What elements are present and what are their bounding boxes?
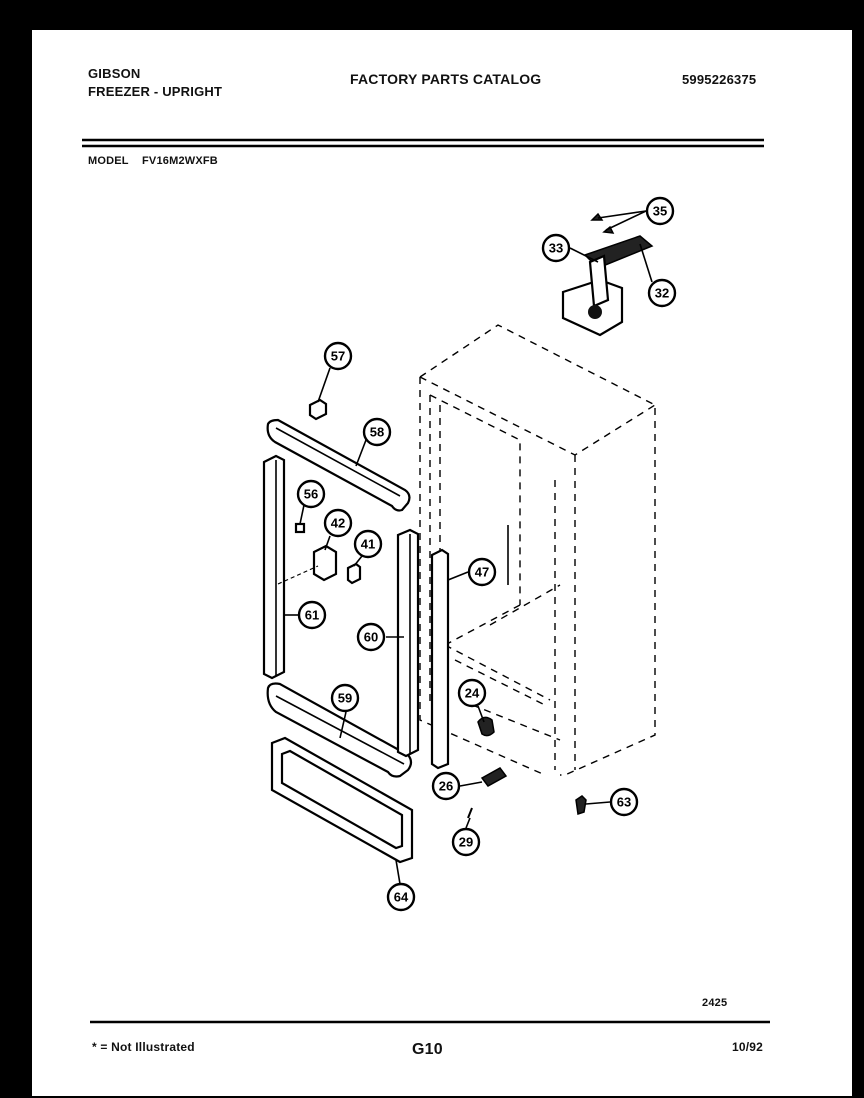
callout-leaders (284, 210, 653, 885)
callout-42: 42 (323, 508, 353, 538)
svg-text:47: 47 (475, 565, 489, 580)
model-label: MODEL (88, 155, 129, 167)
product-label: FREEZER - UPRIGHT (88, 84, 223, 99)
svg-text:56: 56 (304, 487, 318, 502)
top-hinge-assembly (561, 212, 654, 337)
svg-text:35: 35 (653, 204, 667, 219)
svg-text:42: 42 (331, 516, 345, 531)
svg-text:60: 60 (364, 630, 378, 645)
catalog-title: FACTORY PARTS CATALOG (350, 71, 542, 87)
callout-59: 59 (330, 683, 360, 713)
callout-26: 26 (431, 771, 461, 801)
callout-33: 33 (541, 233, 571, 263)
svg-text:63: 63 (617, 795, 631, 810)
callout-57: 57 (323, 341, 353, 371)
callout-41: 41 (353, 529, 383, 559)
part-57-clip (308, 398, 328, 421)
callout-47: 47 (467, 557, 497, 587)
svg-text:59: 59 (338, 691, 352, 706)
callout-29: 29 (451, 827, 481, 857)
print-date: 10/92 (732, 1040, 764, 1054)
part-61-gasket-left (262, 454, 286, 680)
page-number: G10 (412, 1041, 443, 1058)
svg-text:61: 61 (305, 608, 319, 623)
svg-text:58: 58 (370, 425, 384, 440)
svg-text:64: 64 (394, 890, 409, 905)
svg-text:29: 29 (459, 835, 473, 850)
svg-text:41: 41 (361, 537, 375, 552)
callout-32: 32 (647, 278, 677, 308)
svg-text:24: 24 (465, 686, 480, 701)
part-64-panel (270, 736, 414, 864)
cabinet-outline (419, 324, 656, 776)
callout-61: 61 (297, 600, 327, 630)
part-58-gasket-top (266, 418, 411, 512)
svg-text:57: 57 (331, 349, 345, 364)
svg-text:26: 26 (439, 779, 453, 794)
catalog-number: 5995226375 (682, 72, 757, 87)
model-number: FV16M2WXFB (142, 155, 218, 167)
callout-60: 60 (356, 622, 386, 652)
part-47-strip (430, 548, 450, 770)
callout-63: 63 (609, 787, 639, 817)
part-60-gasket-right (396, 528, 420, 758)
svg-text:32: 32 (655, 286, 669, 301)
callout-35: 35 (645, 196, 675, 226)
callout-56: 56 (296, 479, 326, 509)
brand-label: GIBSON (88, 66, 141, 81)
callout-24: 24 (457, 678, 487, 708)
part-59-gasket-bottom (266, 682, 413, 778)
footnote-not-illustrated: * = Not Illustrated (92, 1040, 195, 1054)
callout-64: 64 (386, 882, 416, 912)
callout-58: 58 (362, 417, 392, 447)
lower-hinge-parts (467, 716, 587, 819)
parts-56-42-41 (277, 522, 362, 585)
svg-text:33: 33 (549, 241, 563, 256)
drawing-number: 2425 (702, 997, 728, 1009)
